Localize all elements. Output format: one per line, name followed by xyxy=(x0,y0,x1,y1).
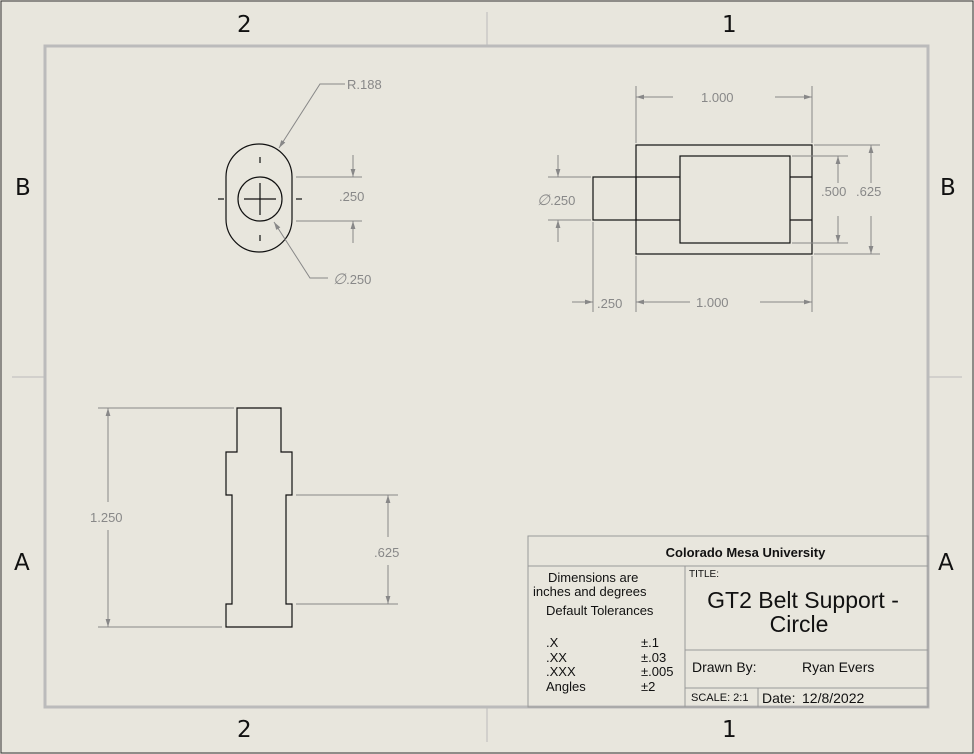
tol-value-angles: ±2 xyxy=(641,679,656,694)
drawing-title-line2: Circle xyxy=(769,611,829,637)
body-outer xyxy=(635,144,813,255)
top-view-dims xyxy=(273,83,362,279)
dim-front-left: .250 xyxy=(597,296,622,311)
zone-col-right-top: 1 xyxy=(722,12,737,38)
tol-label-xxx: .XXX xyxy=(546,664,576,679)
zone-col-right-bottom: 1 xyxy=(722,717,737,743)
dim-hole-dia: ∅.250 xyxy=(333,271,371,288)
zone-row-top-left: B xyxy=(15,175,31,201)
dim-radius: R.188 xyxy=(347,77,382,92)
zone-ticks xyxy=(12,12,962,742)
drawing-title-line1: GT2 Belt Support - xyxy=(707,587,899,613)
slot-outline xyxy=(225,143,293,253)
date-label: Date: xyxy=(762,690,796,706)
top-view xyxy=(218,143,302,253)
zone-col-left-top: 2 xyxy=(237,12,252,38)
tol-label-x: .X xyxy=(546,635,559,650)
tolerance-heading: Default Tolerances xyxy=(546,603,654,618)
front-view-dims xyxy=(548,86,880,312)
dim-side-total-h: 1.250 xyxy=(90,510,123,525)
dim-front-width-top: 1.000 xyxy=(701,90,734,105)
tol-value-xx: ±.03 xyxy=(641,650,667,665)
tol-label-angles: Angles xyxy=(546,679,586,694)
hole xyxy=(237,176,283,222)
title-label: TITLE: xyxy=(689,569,720,580)
side-outline xyxy=(225,407,293,628)
dim-front-width-bottom: 1.000 xyxy=(696,295,729,310)
drawn-by-name: Ryan Evers xyxy=(802,659,875,675)
zone-row-bottom-right: A xyxy=(938,550,954,576)
zone-col-left-bottom: 2 xyxy=(237,717,252,743)
dim-front-outer-h: .625 xyxy=(856,184,881,199)
scale-label: SCALE: 2:1 xyxy=(691,692,749,704)
tol-label-xx: .XX xyxy=(546,650,567,665)
zone-row-top-right: B xyxy=(940,175,956,201)
dims-note-2: inches and degrees xyxy=(533,584,647,599)
dim-front-shaft-dia: ∅.250 xyxy=(537,192,575,209)
front-view xyxy=(592,144,813,255)
tol-value-x: ±.1 xyxy=(641,635,659,650)
tol-value-xxx: ±.005 xyxy=(641,664,674,679)
company-name: Colorado Mesa University xyxy=(665,545,826,560)
dims-note-1: Dimensions are xyxy=(548,570,639,585)
dim-side-lower-h: .625 xyxy=(374,545,399,560)
side-view xyxy=(225,407,293,628)
dim-slot-height: .250 xyxy=(339,189,364,204)
title-block-frame xyxy=(527,535,929,708)
zone-row-bottom-left: A xyxy=(14,550,30,576)
drawn-by-label: Drawn By: xyxy=(692,659,757,675)
date-value: 12/8/2022 xyxy=(802,690,865,706)
body-inner xyxy=(679,155,791,244)
side-view-dims xyxy=(98,407,398,628)
dim-front-inner-h: .500 xyxy=(821,184,846,199)
left-shaft xyxy=(592,176,637,221)
